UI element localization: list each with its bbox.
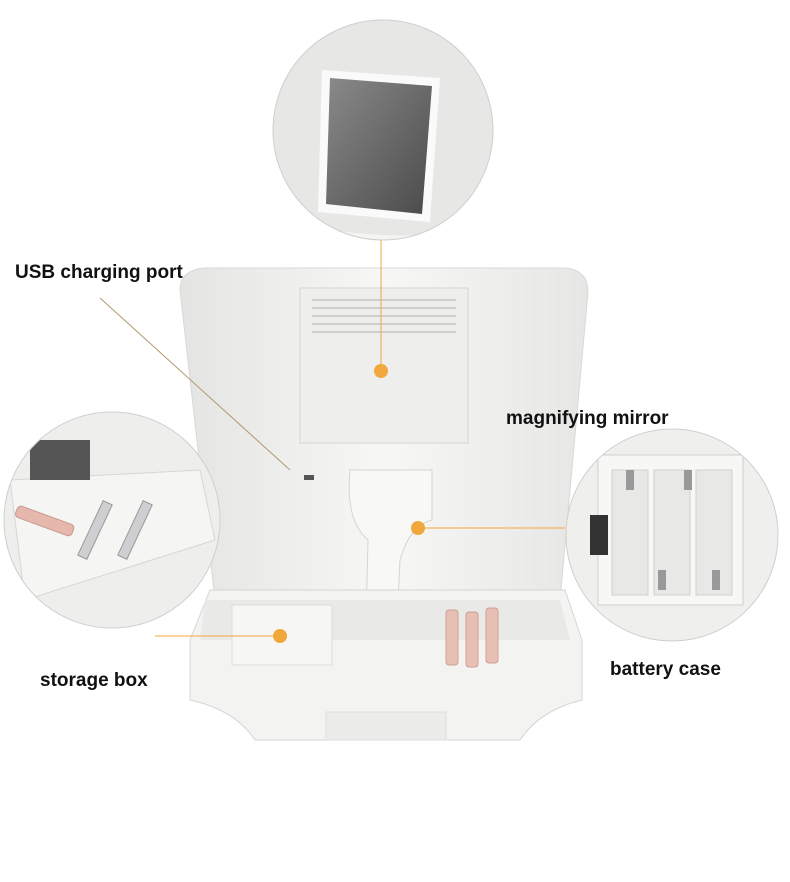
vanity-lid (179, 267, 589, 601)
storage-box-body (189, 589, 583, 741)
mirror-label: magnifying mirror (506, 408, 669, 429)
storage-label: storage box (40, 670, 148, 691)
mirror-detail-circle (272, 19, 494, 241)
battery-dot (411, 521, 425, 535)
mirror-dot (374, 364, 388, 378)
drawer-detail-circle (3, 411, 221, 629)
storage-dot (273, 629, 287, 643)
usb-port-label: USB charging port (15, 262, 183, 283)
battery-label: battery case (610, 659, 721, 680)
usb-port (304, 475, 314, 480)
callouts (99, 240, 565, 643)
battery-detail-circle (565, 428, 779, 642)
